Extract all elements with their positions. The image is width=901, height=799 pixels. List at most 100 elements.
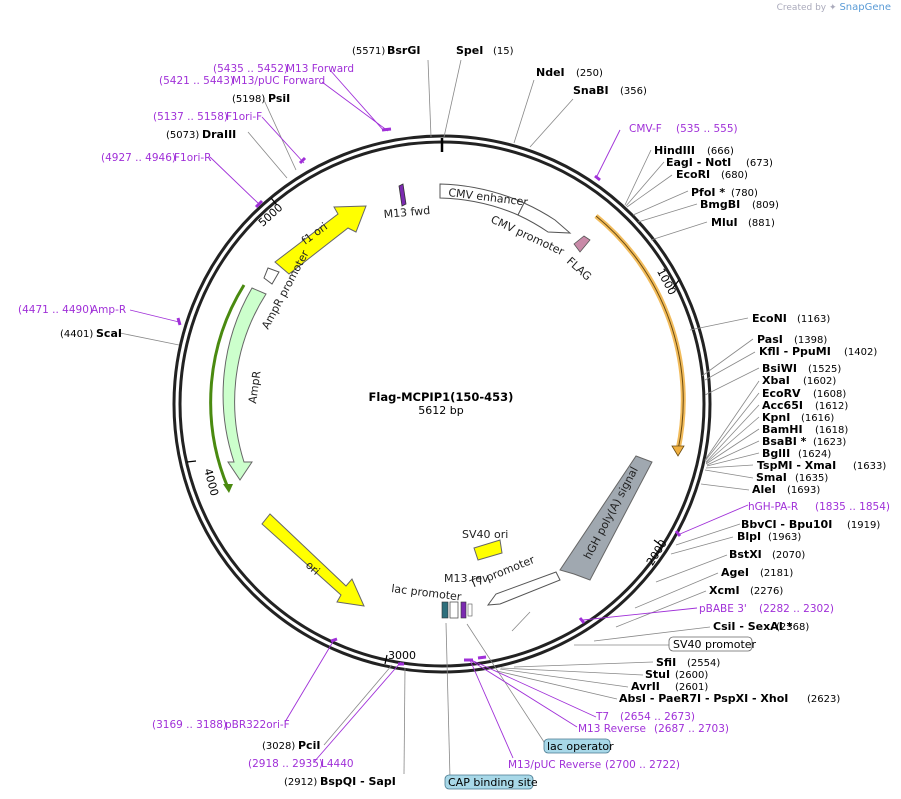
site-csii-sexai: CsiI - SexAI * [713,620,793,633]
site-pcii: PciI [298,739,320,752]
site-bsrgi: BsrGI [387,44,420,57]
site-bmgbi-pos: (809) [752,200,779,211]
feature-sv40-ori-label: SV40 ori [462,528,508,541]
primer-l4440: L4440 [321,758,354,770]
site-bsabi: BsaBI * [762,435,807,448]
feature-sv40-ori [473,539,503,561]
site-alei-pos: (1693) [787,485,820,496]
site-bglii-pos: (1624) [798,449,831,460]
site-avrii: AvrII [631,680,660,693]
site-scai: ScaI [96,327,122,340]
site-spei-pos: (15) [493,46,514,57]
site-blpi: BlpI [737,530,761,543]
orf-arrowhead [671,445,685,457]
site-mlui: MluI [711,216,738,229]
feature-lac-promoter [449,601,459,619]
site-bspqi-sapi-pos: (2912) [284,777,317,788]
orf-inner-arc [595,215,684,451]
site-agei: AgeI [721,566,749,579]
primer-hgh-pa-r-range: (1835 .. 1854) [815,501,890,513]
site-kfli-ppumi-pos: (1402) [844,347,877,358]
connectors [119,59,760,779]
snapgene-logo-icon: ✦ [829,3,837,13]
site-bmgbi: BmgBI [700,198,740,211]
site-bamhi: BamHI [762,423,803,436]
site-ecori-pos: (680) [721,170,748,181]
site-avrii-pos: (2601) [675,682,708,693]
site-pfoi-pos: (780) [731,188,758,199]
primer-m13-forward-range: (5435 .. 5452) [213,63,288,75]
primer-pbabe3-range: (2282 .. 2302) [759,603,834,615]
primer-m13-forward: M13 Forward [286,63,354,75]
feature-f1-ori [274,205,367,275]
site-ndei-pos: (250) [576,68,603,79]
site-acc65i: Acc65I [762,399,803,412]
site-draiii: DraIII [202,128,236,141]
site-draiii-pos: (5073) [166,130,199,141]
site-eagi-noti-pos: (673) [746,158,773,169]
site-bamhi-pos: (1618) [815,425,848,436]
label-lac-operator-text: lac operator [547,740,614,753]
tick-3000: 3000 [388,649,416,662]
site-sfii: SfiI [656,656,676,669]
site-psii: PsiI [268,92,290,105]
feature-m13-fwd [398,183,407,207]
primer-m13-puc-forward-range: (5421 .. 5443) [159,75,234,87]
site-kpni: KpnI [762,411,790,424]
site-mlui-pos: (881) [748,218,775,229]
plasmid-name: Flag-MCPIP1(150-453) [369,390,514,404]
primer-f1ori-r-range: (4927 .. 4946) [101,152,176,164]
feature-m13-rev-label: M13 rev [444,572,489,585]
label-cap-binding-site: CAP binding site [444,774,538,790]
site-bglii: BglII [762,447,790,460]
site-pfoi: PfoI * [691,186,725,199]
primer-cmv-f: CMV-F [629,123,662,135]
site-pasi-pos: (1398) [794,335,827,346]
site-xbai-pos: (1602) [803,376,836,387]
site-tspmi-xmai-pos: (1633) [853,461,886,472]
primer-l4440-range: (2918 .. 2935) [248,758,323,770]
label-sv40-promoter: SV40 promoter [668,636,757,652]
primer-m13-reverse-range: (2687 .. 2703) [654,723,729,735]
primer-f1ori-r: F1ori-R [174,152,211,164]
primer-cmv-f-range: (535 .. 555) [676,123,738,135]
site-alei: AleI [752,483,776,496]
site-bbvci-bpu10i-pos: (1919) [847,520,880,531]
site-stui: StuI [645,668,670,681]
feature-cap-block [441,601,449,619]
primer-f1ori-f-range: (5137 .. 5158) [153,111,228,123]
primer-m13-reverse: M13 Reverse [578,723,646,735]
site-sfii-pos: (2554) [687,658,720,669]
site-hindiii-pos: (666) [707,146,734,157]
site-absi-xhoi-pos: (2623) [807,694,840,705]
feature-ampr-promoter [263,267,280,285]
feature-flag [573,235,591,253]
primer-connectors [129,69,749,763]
site-kfli-ppumi: KflI - PpuMI [759,345,831,358]
site-hindiii: HindIII [654,144,695,157]
site-bsiwi: BsiWI [762,362,797,375]
site-psii-pos: (5198) [232,94,265,105]
site-snabi: SnaBI [573,84,609,97]
site-bsiwi-pos: (1525) [808,364,841,375]
primer-m13-puc-reverse: M13/pUC Reverse [508,759,601,771]
feature-ori [261,513,365,607]
site-ecorv: EcoRV [762,387,801,400]
site-ecorv-pos: (1608) [813,389,846,400]
snapgene-credit: Created by ✦ SnapGene [777,2,891,13]
primer-pbr322ori-f: pBR322ori-F [225,719,290,731]
primer-amp-r: Amp-R [91,304,126,316]
site-bsrgi-pos: (5571) [352,46,385,57]
ampr-outline-arrowhead [223,484,233,493]
label-lac-operator: lac operator [543,738,614,754]
site-xbai: XbaI [762,374,790,387]
site-ecori: EcoRI [676,168,710,181]
site-ndei: NdeI [536,66,565,79]
label-cap-binding-site-text: CAP binding site [448,776,538,789]
site-smai-pos: (1635) [795,473,828,484]
site-bspqi-sapi: BspQI - SapI [320,775,396,788]
site-acc65i-pos: (1612) [815,401,848,412]
primer-m13-puc-forward: M13/pUC Forward [232,75,325,87]
site-spei: SpeI [456,44,483,57]
